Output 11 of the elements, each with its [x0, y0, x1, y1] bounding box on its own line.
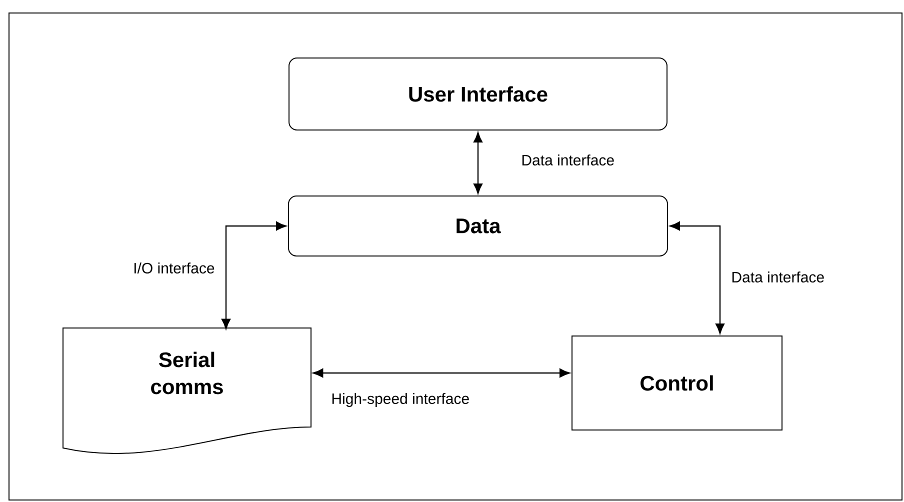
arrow — [474, 132, 482, 194]
arrow — [670, 222, 724, 334]
edge-label: Data interface — [732, 271, 824, 282]
edge-label: Data interface — [522, 154, 614, 166]
process-box: Control — [572, 336, 782, 430]
process-box: Data — [288, 196, 668, 256]
edge-label: I/O interface — [134, 262, 214, 274]
edge-label: High-speed interface — [332, 393, 469, 407]
arrow — [222, 222, 286, 330]
arrow — [312, 368, 570, 378]
process-box: User Interface — [288, 58, 668, 130]
